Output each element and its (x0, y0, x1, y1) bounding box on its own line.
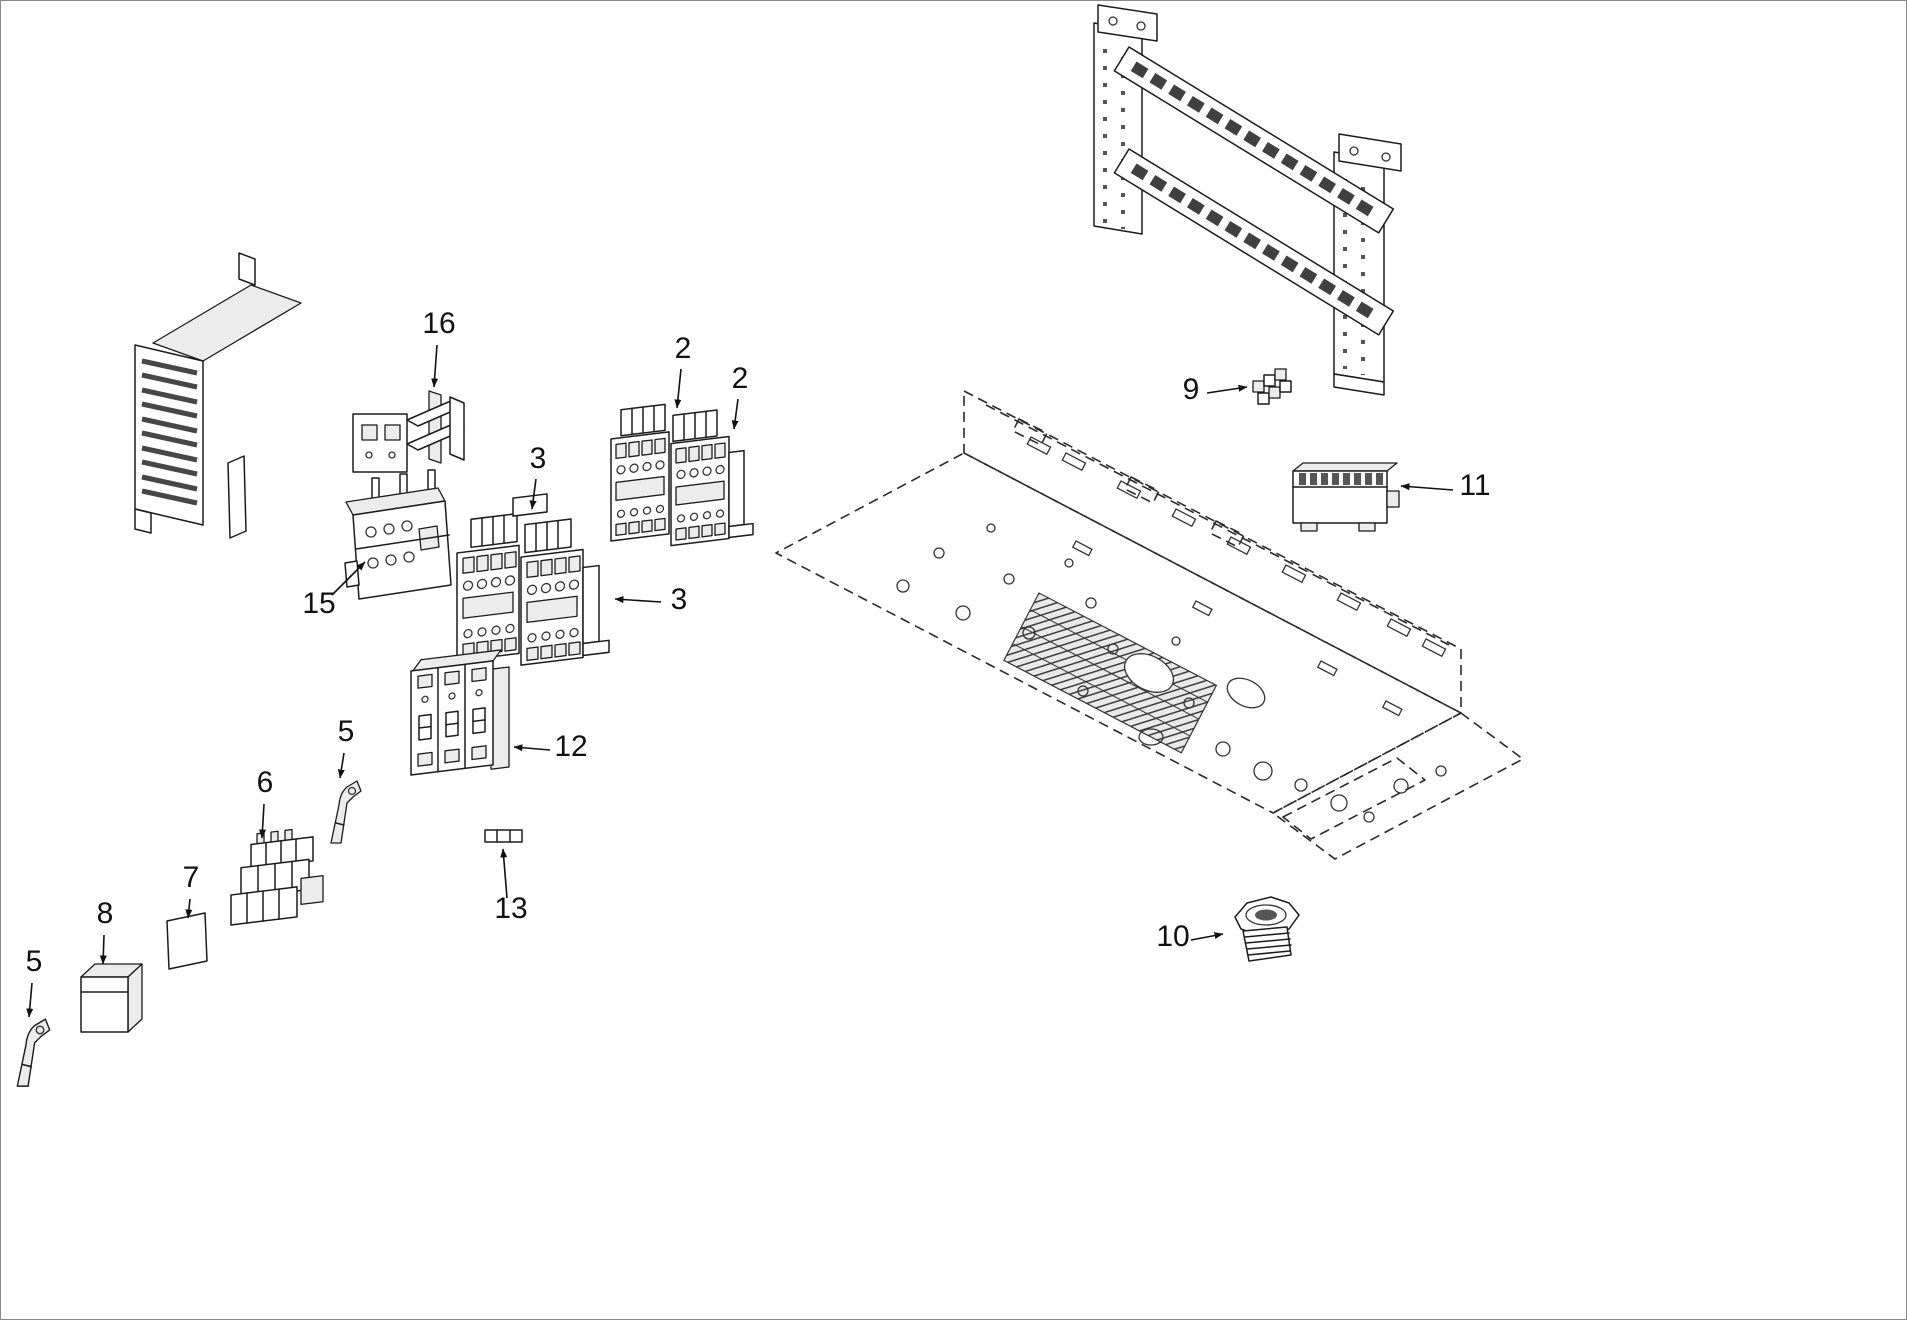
callout-leader-2-left (674, 368, 682, 409)
callout-leader-9 (1206, 384, 1248, 394)
callout-leader-3-top (529, 478, 537, 510)
callout-leader-8 (99, 934, 107, 965)
callout-label-7: 7 (183, 861, 200, 894)
part-8-cover (80, 963, 143, 1033)
callout-label-5-lower: 5 (26, 945, 43, 978)
part-9-connector (1252, 368, 1292, 405)
callout-leader-5-upper (337, 752, 345, 779)
callout-leader-7 (185, 898, 193, 919)
callout-leader-3-side (614, 596, 662, 604)
part-2-contactor-pair (610, 403, 754, 547)
part-15-overload-relay (344, 469, 452, 600)
callout-leader-6 (259, 803, 266, 839)
callout-leader-15 (331, 561, 366, 596)
part-11-terminal-strip (1292, 462, 1400, 532)
callout-leader-10 (1190, 932, 1224, 941)
part-6-terminal-blocks (230, 828, 324, 926)
callout-label-11: 11 (1459, 469, 1490, 502)
part-7-plate (166, 912, 208, 970)
part-5-clamp-lower (16, 1018, 51, 1087)
callout-leader-11 (1400, 483, 1454, 491)
part-16-bracket (352, 390, 465, 473)
din-rail-frame (1093, 4, 1402, 396)
din-rail-bottom (1113, 148, 1395, 336)
callout-label-2-left: 2 (675, 332, 692, 365)
part-13-link (484, 829, 523, 843)
callout-label-5-upper: 5 (338, 715, 355, 748)
callout-leader-2-right (731, 398, 739, 430)
callout-label-2-right: 2 (732, 362, 749, 395)
callout-label-12: 12 (554, 730, 587, 763)
part-10-cable-gland (1234, 896, 1300, 962)
callout-label-13: 13 (494, 892, 527, 925)
callout-label-3-top: 3 (530, 442, 547, 475)
part-5-clamp-upper (330, 780, 362, 844)
part-12-breaker (410, 649, 510, 776)
callout-label-9: 9 (1183, 373, 1200, 406)
callout-label-3-side: 3 (671, 583, 688, 616)
callout-leader-13 (500, 848, 508, 899)
mounting-plate (775, 390, 1524, 860)
din-rail-top (1113, 46, 1395, 234)
callout-label-6: 6 (257, 766, 274, 799)
callout-label-16: 16 (422, 307, 455, 340)
part-3-contactor-pair (456, 493, 610, 666)
callout-label-15: 15 (302, 587, 335, 620)
callout-leader-12 (513, 744, 551, 752)
callout-leader-5-lower (26, 982, 34, 1018)
callout-label-8: 8 (97, 897, 114, 930)
callout-label-10: 10 (1156, 920, 1189, 953)
callout-leader-16 (431, 344, 439, 388)
vented-cover (134, 252, 302, 539)
